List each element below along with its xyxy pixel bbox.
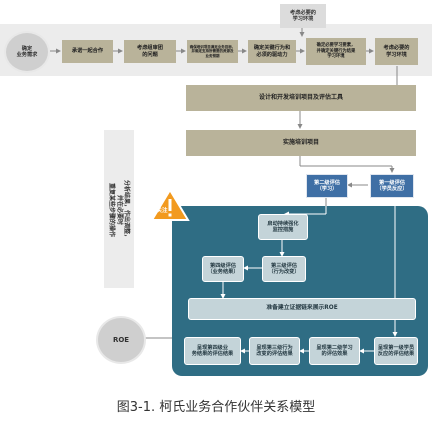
analysis-note <box>104 130 134 288</box>
node-design-develop: 设计和开发培训项目及评估工具 <box>186 85 416 111</box>
node-report-level3: 呈现第三级行为 改变的评估结果 <box>249 337 300 365</box>
node-implement-training: 实施培训项目 <box>186 130 416 156</box>
figure-caption: 图3-1. 柯氏业务合作伙伴关系模型 <box>116 400 316 415</box>
node-roe-evidence: 准备建立证据链来展示ROE <box>188 298 416 320</box>
node-report-level4: 呈现第四级业 务结果的评估结果 <box>184 337 241 365</box>
node-level3-behavior: 第三级评估 （行为改变） <box>262 256 306 282</box>
node-level1-reaction: 第一级评估 （学员反应） <box>370 174 414 198</box>
node-top-environment: 考虑必要的 学习环境 <box>280 4 326 28</box>
node-reinforcement-monitoring: 启动持续强化 监控措施 <box>258 214 308 240</box>
node-level4-results: 第四级评估 （业务结果） <box>202 256 244 282</box>
node-key-behaviors: 确定关键行为和 必须的驱动力 <box>248 40 296 63</box>
node-report-level2: 呈现第二级学习 的评估效果 <box>309 337 360 365</box>
node-roe: ROE <box>98 318 144 362</box>
node-report-level1: 呈现第一级学员 反应的评估结果 <box>374 337 418 365</box>
node-review-questions: 考虑组审团 的问题 <box>124 40 176 63</box>
node-learning-environment: 考虑必要的 学习环境 <box>375 38 418 65</box>
warning-icon <box>150 188 190 221</box>
node-learning-elements: 确定必要学习要素， 并确定关键行为结果 学习环境 <box>306 38 366 65</box>
node-level2-learning: 第二级评估 （学习） <box>306 174 348 198</box>
warning-label: 关注 <box>156 207 168 214</box>
node-commit-cooperation: 承诺一起合作 <box>62 40 113 63</box>
analysis-note-text: 分析结果，作出调整，并在必要时 重复某些步骤的操作 <box>108 179 131 240</box>
node-determine-business-needs: 确定 业务需求 <box>6 33 48 71</box>
node-plan-resources: 确保培训项目满足业务目标， 并确定支持所需要的资源及 业务预期 <box>187 40 238 63</box>
